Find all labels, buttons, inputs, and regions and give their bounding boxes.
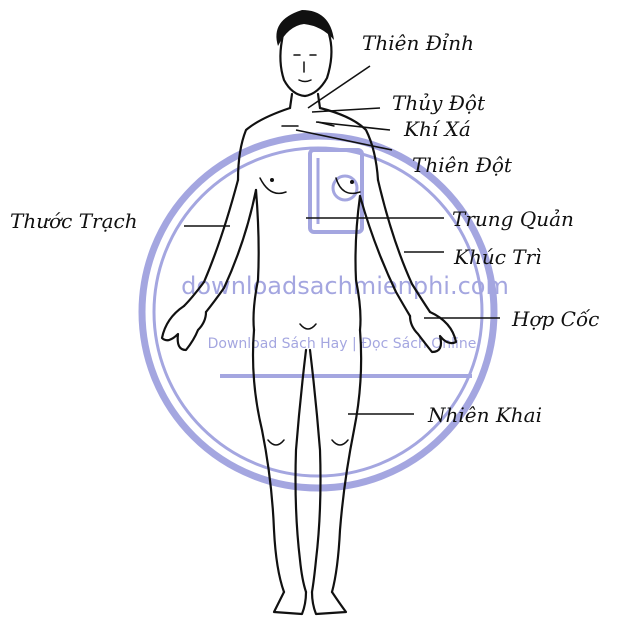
- label-thuoc-trach: Thước Trạch: [10, 209, 138, 233]
- face-features: [294, 55, 316, 82]
- right-foot: [312, 592, 346, 614]
- knees: [268, 440, 348, 445]
- label-thien-dot: Thiên Đột: [412, 153, 513, 177]
- label-hop-coc: Hợp Cốc: [511, 307, 599, 331]
- label-trung-quan: Trung Quản: [452, 207, 574, 231]
- left-hand: [162, 306, 206, 350]
- torso-right: [356, 196, 361, 330]
- watermark-tagline: Download Sách Hay | Đọc Sách Online: [208, 336, 477, 352]
- label-thien-dinh: Thiên Đỉnh: [362, 31, 474, 55]
- leader-khi-xa: [316, 122, 390, 130]
- label-khuc-tri: Khúc Trì: [453, 245, 542, 269]
- left-leg: [253, 330, 284, 592]
- right-leg: [332, 330, 361, 592]
- leader-thien-dinh: [308, 66, 370, 108]
- groin: [300, 324, 316, 329]
- left-foot: [274, 592, 306, 614]
- label-thuy-dot: Thủy Đột: [392, 91, 486, 115]
- watermark: downloadsachmienphi.com Download Sách Ha…: [142, 136, 509, 488]
- hair: [276, 10, 334, 46]
- inner-legs: [296, 350, 321, 592]
- nipple-left: [270, 178, 274, 182]
- label-khi-xa: Khí Xá: [403, 117, 471, 141]
- label-nhien-khai: Nhiên Khai: [427, 403, 542, 427]
- nipple-right: [350, 180, 354, 184]
- torso-left: [254, 190, 259, 330]
